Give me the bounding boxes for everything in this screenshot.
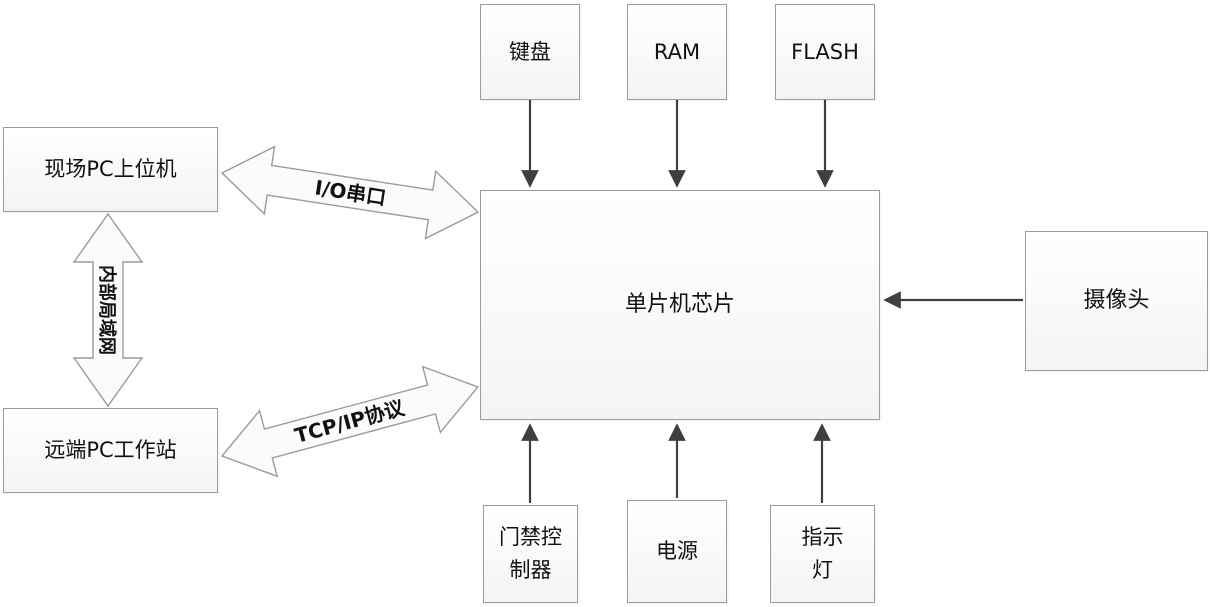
node-power-label: 电源 bbox=[656, 539, 698, 564]
block-arrow-field-pc-mcu bbox=[220, 145, 480, 240]
node-indicator: 指示 灯 bbox=[770, 505, 875, 603]
node-ram: RAM bbox=[627, 4, 727, 100]
node-camera-label: 摄像头 bbox=[1083, 287, 1150, 313]
node-keyboard-label: 键盘 bbox=[509, 39, 551, 64]
node-access-controller: 门禁控 制器 bbox=[483, 505, 578, 603]
node-ram-label: RAM bbox=[653, 39, 701, 64]
node-field-pc: 现场PC上位机 bbox=[3, 127, 218, 212]
node-keyboard: 键盘 bbox=[480, 4, 580, 100]
node-indicator-label: 指示 灯 bbox=[801, 525, 844, 582]
node-flash-label: FLASH bbox=[791, 39, 859, 64]
node-field-pc-label: 现场PC上位机 bbox=[44, 157, 177, 182]
node-access-controller-label: 门禁控 制器 bbox=[499, 525, 562, 582]
node-remote-pc: 远端PC工作站 bbox=[3, 408, 218, 493]
node-flash: FLASH bbox=[775, 4, 875, 100]
block-arrow-lan bbox=[72, 212, 144, 408]
tcp-ip-label: TCP/IP协议 bbox=[292, 395, 408, 448]
node-power: 电源 bbox=[627, 500, 727, 603]
node-mcu-label: 单片机芯片 bbox=[624, 291, 735, 317]
io-serial-label: I/O串口 bbox=[313, 175, 388, 210]
block-arrow-remote-pc-mcu bbox=[220, 365, 480, 478]
node-camera: 摄像头 bbox=[1025, 231, 1208, 371]
node-remote-pc-label: 远端PC工作站 bbox=[44, 438, 177, 463]
node-mcu: 单片机芯片 bbox=[480, 190, 880, 420]
lan-label: 内部局域网 bbox=[96, 265, 118, 355]
